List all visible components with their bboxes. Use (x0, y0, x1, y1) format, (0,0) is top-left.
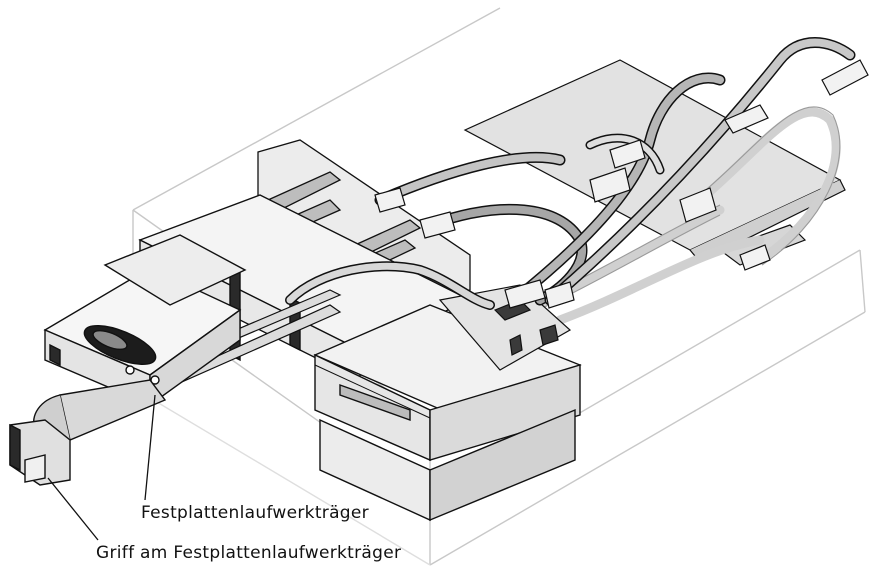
callout-lines (47, 394, 156, 541)
handle-label: Griff am Festplattenlaufwerkträger (96, 543, 402, 563)
carrier-handle (9, 379, 167, 486)
carrier-callout-line (144, 394, 156, 501)
hard-drive-carrier (43, 234, 247, 407)
carrier-label: Festplattenlaufwerkträger (141, 503, 369, 523)
interposer-board (438, 284, 572, 371)
cable-connectors (374, 59, 869, 309)
optical-drive (313, 304, 582, 522)
handle-callout-line (47, 477, 99, 541)
